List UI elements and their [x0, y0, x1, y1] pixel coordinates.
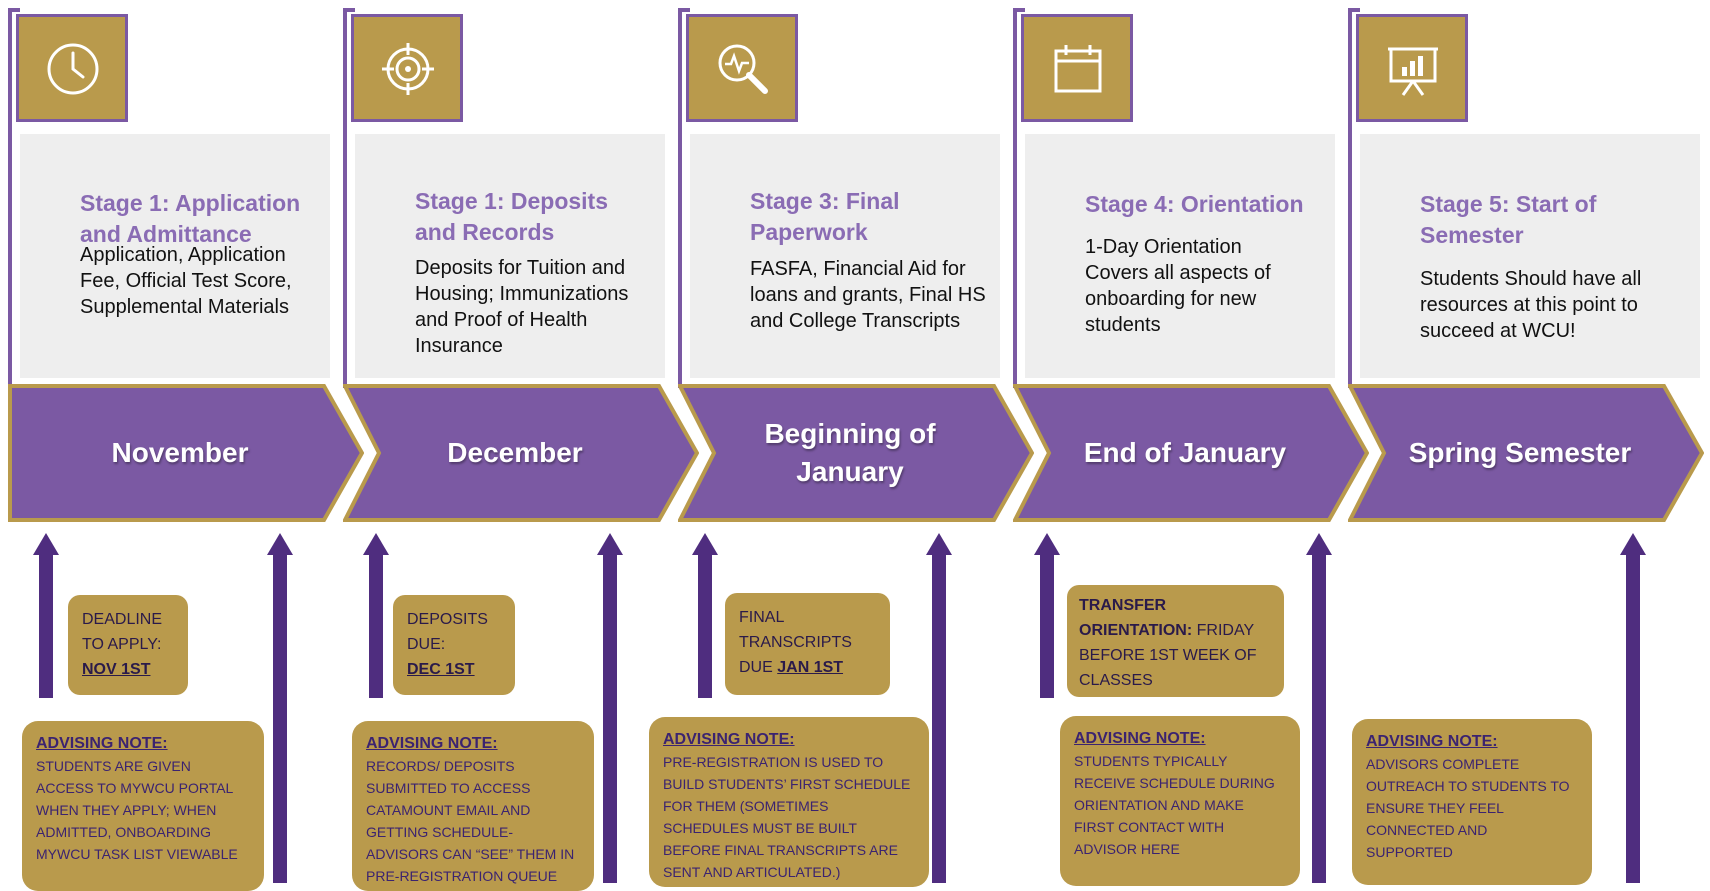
month-label: November: [111, 437, 249, 468]
stage-title: Stage 4: Orientation: [1085, 191, 1304, 217]
stage-bracket: [1348, 8, 1352, 388]
stage-bracket-top: [1013, 8, 1025, 12]
stage-icon-box: [16, 14, 128, 122]
deadline-arrow: [1034, 533, 1060, 698]
timeline-arrow: [926, 533, 952, 883]
stage-4: Stage 4: Orientation 1-Day Orientation C…: [1005, 0, 1369, 886]
stage-panel: Stage 1: Application and Admittance Appl…: [20, 134, 330, 378]
deadline-box: DEPOSITS DUE: DEC 1ST: [393, 595, 515, 695]
deadline-box: FINAL TRANSCRIPTS DUE JAN 1ST: [725, 593, 890, 695]
advising-note-title: ADVISING NOTE:: [1366, 733, 1498, 750]
deadline-box: TRANSFER ORIENTATION: FRIDAY BEFORE 1ST …: [1067, 585, 1284, 697]
stage-5: Stage 5: Start of Semester Students Shou…: [1340, 0, 1704, 885]
advising-note-body: STUDENTS ARE GIVEN ACCESS TO MYWCU PORTA…: [36, 758, 238, 862]
stage-3: Stage 3: Final Paperwork FASFA, Financia…: [649, 0, 1034, 887]
timeline-chevron: [1013, 384, 1369, 522]
advising-note-title: ADVISING NOTE:: [366, 735, 498, 752]
stage-icon-box: [1356, 14, 1468, 122]
stage-panel: Stage 5: Start of Semester Students Shou…: [1360, 134, 1700, 378]
search-analytics-icon: [718, 44, 768, 94]
deadline-date: JAN 1ST: [777, 659, 844, 676]
clock-icon: [47, 43, 99, 95]
deadline-arrow: [33, 533, 59, 698]
advising-note-body: PRE-REGISTRATION IS USED TO BUILD STUDEN…: [663, 754, 911, 880]
stage-description: Deposits for Tuition and Housing; Immuni…: [415, 257, 629, 357]
stage-panel: Stage 3: Final Paperwork FASFA, Financia…: [690, 134, 1000, 378]
timeline-arrow: [1306, 533, 1332, 883]
advising-note: ADVISING NOTE: ADVISORS COMPLETE OUTREAC…: [1352, 719, 1592, 885]
deadline-text: DEADLINE TO APPLY:: [82, 611, 163, 653]
timeline-chevron: [8, 384, 364, 522]
stage-bracket-top: [678, 8, 690, 12]
advising-note-title: ADVISING NOTE:: [663, 731, 795, 748]
advising-note: ADVISING NOTE: RECORDS/ DEPOSITS SUBMITT…: [352, 721, 594, 891]
stage-bracket: [678, 8, 682, 388]
deadline-text: FINAL TRANSCRIPTS DUE: [739, 609, 852, 676]
stage-title: Stage 3: Final Paperwork: [750, 188, 900, 245]
deadline-date: DEC 1ST: [407, 661, 475, 678]
deadline-text: DEPOSITS DUE:: [407, 611, 488, 653]
stage-description: FASFA, Financial Aid for loans and grant…: [750, 258, 986, 332]
advising-note: ADVISING NOTE: PRE-REGISTRATION IS USED …: [649, 717, 929, 887]
stage-icon-box: [686, 14, 798, 122]
advising-note: ADVISING NOTE: STUDENTS TYPICALLY RECEIV…: [1060, 716, 1300, 886]
target-icon: [382, 43, 434, 95]
timeline-arrow: [1620, 533, 1646, 883]
stage-title: Stage 1: Application and Admittance: [80, 190, 301, 247]
stage-icon-box: [1021, 14, 1133, 122]
stage-bracket: [1013, 8, 1017, 388]
stage-panel: Stage 4: Orientation 1-Day Orientation C…: [1025, 134, 1335, 378]
stage-description: Application, Application Fee, Official T…: [80, 244, 292, 318]
month-label: Spring Semester: [1408, 437, 1632, 468]
stage-panel: Stage 1: Deposits and Records Deposits f…: [355, 134, 665, 378]
advising-note-title: ADVISING NOTE:: [36, 735, 168, 752]
advising-note: ADVISING NOTE: STUDENTS ARE GIVEN ACCESS…: [22, 721, 264, 891]
timeline-chevron: [343, 384, 699, 522]
month-label: Beginning of January: [764, 418, 936, 487]
advising-note-body: ADVISORS COMPLETE OUTREACH TO STUDENTS T…: [1366, 756, 1570, 860]
advising-note-body: STUDENTS TYPICALLY RECEIVE SCHEDULE DURI…: [1074, 753, 1275, 857]
stage-icon-box: [351, 14, 463, 122]
timeline-chevron: [1348, 384, 1704, 522]
stage-description: 1-Day Orientation Covers all aspects of …: [1085, 236, 1271, 336]
stage-2: Stage 1: Deposits and Records Deposits f…: [335, 0, 699, 891]
stage-bracket: [8, 8, 12, 388]
deadline-box: DEADLINE TO APPLY: NOV 1ST: [68, 595, 188, 695]
timeline-arrow: [267, 533, 293, 883]
calendar-icon: [1054, 45, 1102, 93]
stage-bracket-top: [8, 8, 20, 12]
stage-title: Stage 1: Deposits and Records: [415, 188, 608, 245]
stage-description: Students Should have all resources at th…: [1420, 268, 1642, 342]
stage-bracket-top: [343, 8, 355, 12]
timeline-chevron: [678, 384, 1034, 522]
advising-note-title: ADVISING NOTE:: [1074, 730, 1206, 747]
deadline-lead: TRANSFER ORIENTATION:: [1079, 597, 1193, 639]
deadline-arrow: [692, 533, 718, 698]
month-label: End of January: [1083, 437, 1287, 468]
presentation-chart-icon: [1388, 47, 1438, 96]
stage-bracket-top: [1348, 8, 1360, 12]
stage-1: Stage 1: Application and Admittance Appl…: [0, 0, 364, 891]
deadline-text: FRIDAY BEFORE 1ST WEEK OF CLASSES: [1079, 622, 1257, 689]
deadline-date: NOV 1ST: [82, 661, 151, 678]
advising-note-body: RECORDS/ DEPOSITS SUBMITTED TO ACCESS CA…: [366, 758, 575, 884]
stage-bracket: [343, 8, 347, 388]
stage-title: Stage 5: Start of Semester: [1420, 191, 1597, 248]
timeline-arrow: [597, 533, 623, 883]
deadline-arrow: [363, 533, 389, 698]
month-label: December: [447, 437, 583, 468]
